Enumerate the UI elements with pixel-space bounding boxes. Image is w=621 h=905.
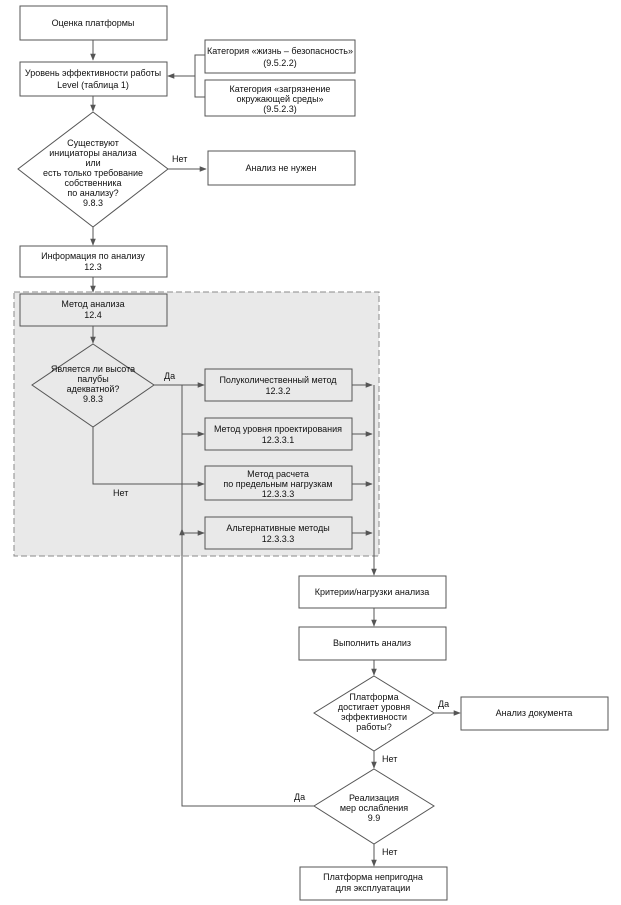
node-perform-analysis — [298, 626, 447, 661]
decision-analysis-initiators — [17, 111, 169, 228]
decision-mitigation-text: мер ослабления — [340, 803, 408, 813]
node-analysis-method-text: Метод анализа — [61, 299, 124, 309]
node-analysis-method-text: 12.4 — [84, 310, 102, 320]
node-design-level-method-text: Метод уровня проектирования — [214, 424, 342, 434]
node-analysis-method — [19, 293, 168, 327]
decision-deck-height-text: палубы — [77, 374, 108, 384]
node-category-life — [204, 39, 356, 74]
decision-performance-reached — [313, 675, 435, 752]
decision-mitigation-text: Реализация — [349, 793, 399, 803]
node-performance-level-text: Уровень эффективности работы — [25, 68, 161, 78]
decision-analysis-initiators-text: по анализу? — [67, 188, 118, 198]
decision-performance-reached-text: эффективности — [341, 712, 407, 722]
node-ultimate-load-method-text: 12.3.3.3 — [262, 489, 295, 499]
node-performance-level — [19, 61, 168, 97]
node-assess — [19, 5, 168, 41]
decision-analysis-initiators-text: собственника — [64, 178, 121, 188]
edge-label-yes: Да — [438, 699, 449, 709]
decision-analysis-initiators-text: 9.8.3 — [83, 198, 103, 208]
node-analysis-criteria-text: Критерии/нагрузки анализа — [315, 587, 430, 597]
node-design-level-method — [204, 417, 353, 451]
node-ultimate-load-method — [204, 465, 353, 501]
decision-analysis-initiators-text: есть только требование — [43, 168, 143, 178]
decision-deck-height-text: 9.8.3 — [83, 394, 103, 404]
node-alternative-methods-text: 12.3.3.3 — [262, 534, 295, 544]
decision-mitigation — [313, 768, 435, 845]
decision-deck-height-text: адекватной? — [67, 384, 120, 394]
decision-analysis-initiators-text: Существуют — [67, 138, 119, 148]
decision-deck-height — [31, 343, 155, 428]
node-category-environment-text: Категория «загрязнение — [230, 84, 331, 94]
node-ultimate-load-method-text: по предельным нагрузкам — [223, 479, 332, 489]
decision-deck-height-text: Является ли высота — [51, 364, 135, 374]
node-document-analysis — [460, 696, 609, 731]
node-category-environment-text: окружающей среды» — [236, 94, 323, 104]
node-design-level-method-text: 12.3.3.1 — [262, 435, 295, 445]
node-platform-unfit — [299, 866, 448, 901]
decision-performance-reached-text: Платформа — [349, 692, 398, 702]
decision-performance-reached-text: работы? — [356, 722, 392, 732]
node-assess-text: Оценка платформы — [52, 18, 135, 28]
decision-performance-reached-text: достигает уровня — [338, 702, 410, 712]
node-platform-unfit-text: Платформа непригодна — [323, 872, 423, 882]
edge-label-yes: Да — [164, 371, 175, 381]
node-category-life-text: Категория «жизнь – безопасность» — [207, 46, 353, 56]
node-alternative-methods-text: Альтернативные методы — [226, 523, 329, 533]
node-category-environment — [204, 79, 356, 117]
node-analysis-info — [19, 245, 168, 278]
node-perform-analysis-text: Выполнить анализ — [333, 638, 411, 648]
edge-label-no: Нет — [382, 754, 397, 764]
node-category-environment-text: (9.5.2.3) — [263, 104, 297, 114]
node-no-analysis — [207, 150, 356, 186]
node-analysis-info-text: Информация по анализу — [41, 251, 145, 261]
node-semi-quantitative-method-text: Полуколичественный метод — [219, 375, 337, 385]
edge-label-no: Нет — [113, 488, 128, 498]
node-analysis-criteria — [298, 575, 447, 609]
decision-mitigation-text: 9.9 — [368, 813, 381, 823]
edge-label-yes: Да — [294, 792, 305, 802]
node-document-analysis-text: Анализ документа — [496, 708, 573, 718]
node-semi-quantitative-method — [204, 368, 353, 402]
edge-label-no: Нет — [172, 154, 187, 164]
connectors — [90, 40, 461, 867]
decision-analysis-initiators-text: инициаторы анализа — [49, 148, 136, 158]
edge-label-no: Нет — [382, 847, 397, 857]
decision-analysis-initiators-text: или — [85, 158, 100, 168]
node-no-analysis-text: Анализ не нужен — [246, 163, 317, 173]
node-performance-level-text: Level (таблица 1) — [57, 80, 129, 90]
node-analysis-info-text: 12.3 — [84, 262, 102, 272]
node-semi-quantitative-method-text: 12.3.2 — [265, 386, 290, 396]
node-platform-unfit-text: для эксплуатации — [336, 883, 411, 893]
node-category-life-text: (9.5.2.2) — [263, 58, 297, 68]
node-alternative-methods — [204, 516, 353, 550]
node-ultimate-load-method-text: Метод расчета — [247, 469, 309, 479]
